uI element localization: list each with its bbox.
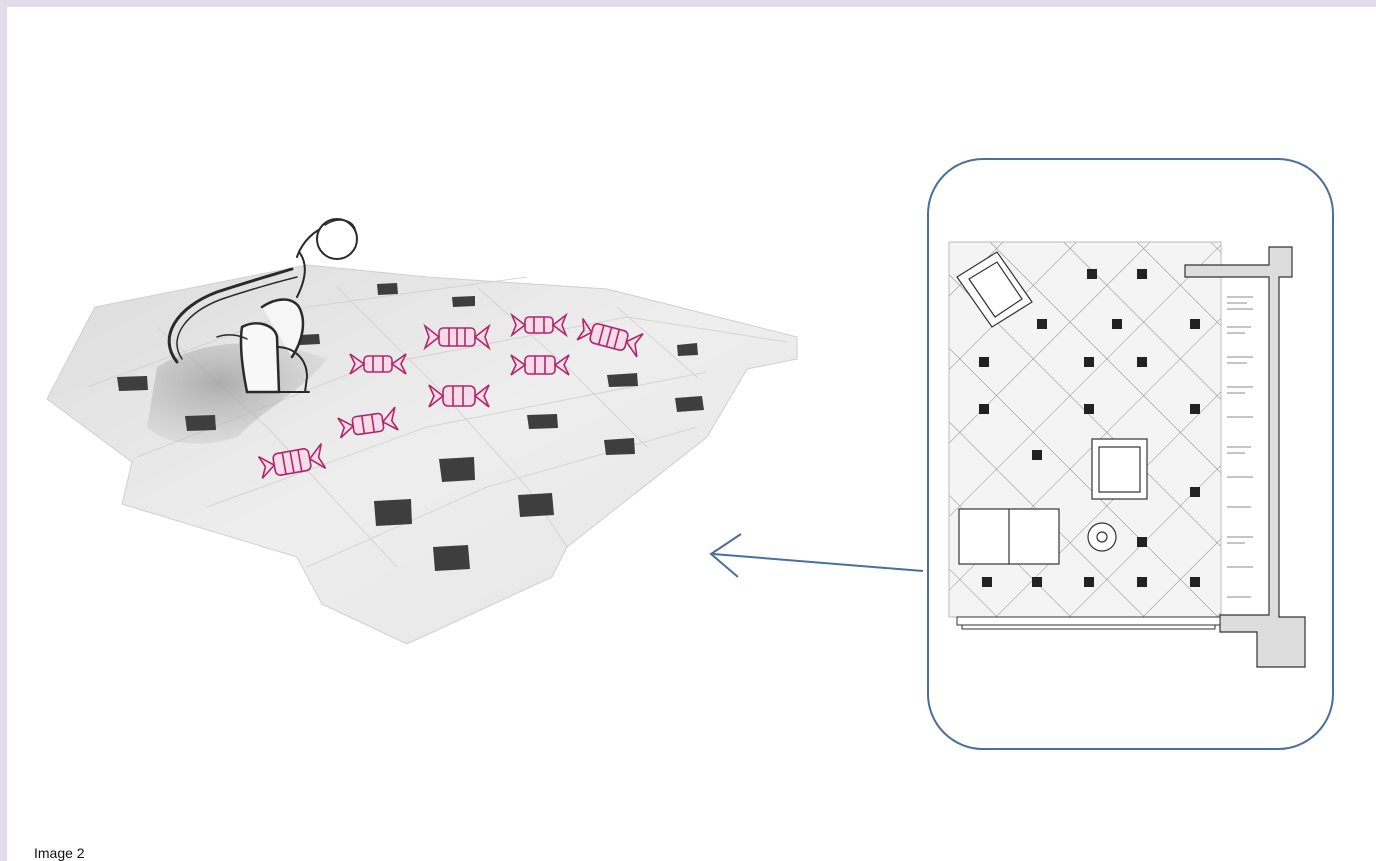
- candy-icon: [257, 443, 327, 479]
- connector-arrow: [709, 533, 924, 578]
- candy-icon: [337, 406, 399, 439]
- candy-icon: [349, 353, 407, 375]
- crouching-figure-sketch: [167, 218, 358, 394]
- tile-insets: [117, 283, 704, 571]
- floor-plan: [948, 241, 1306, 668]
- canvas: Image 2: [7, 7, 1376, 861]
- tiled-floor: [46, 218, 798, 645]
- candy-group: [257, 312, 644, 479]
- illustration-scene: [46, 158, 1334, 750]
- candy-icon: [576, 318, 644, 358]
- candy-icon: [510, 312, 568, 338]
- candy-icon: [423, 323, 491, 351]
- candy-icon: [510, 354, 570, 376]
- candy-icon: [428, 384, 490, 408]
- image-caption: Image 2: [34, 845, 85, 861]
- plan-callout: [927, 158, 1334, 750]
